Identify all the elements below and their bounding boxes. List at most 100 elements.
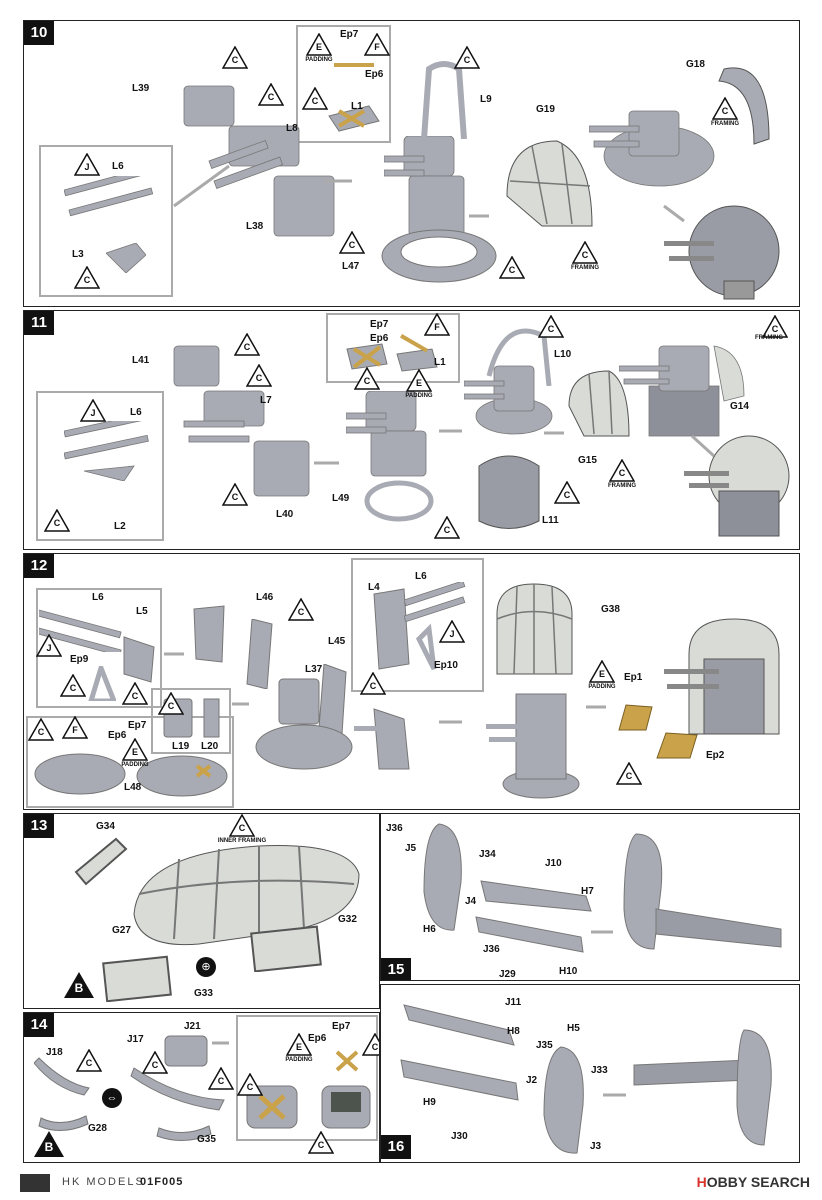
label-J18: J18 bbox=[46, 1047, 63, 1058]
brand-name: HK MODELS bbox=[62, 1176, 145, 1188]
label-J17: J17 bbox=[127, 1034, 144, 1045]
mount-plate-part bbox=[189, 604, 229, 664]
inset-gun-mount-b bbox=[351, 558, 484, 692]
step-15-panel: 15 J36 J5 J34 J10 H7 J4 H6 J36 J29 H10 bbox=[380, 813, 800, 981]
arm-part bbox=[242, 619, 282, 689]
callout-c: C bbox=[288, 598, 314, 621]
label-L1: L1 bbox=[351, 101, 363, 112]
callout-j: J bbox=[74, 153, 100, 176]
both-sides-icon: ⇔ bbox=[102, 1088, 122, 1108]
callout-c: C bbox=[222, 46, 248, 69]
tailplane-part bbox=[399, 1000, 519, 1050]
flow-arrows bbox=[212, 1041, 229, 1045]
inset-padding bbox=[296, 25, 391, 143]
both-sides-icon: ⊕ bbox=[196, 957, 216, 977]
callout-j: J bbox=[439, 620, 465, 643]
floor-plates-part bbox=[32, 744, 232, 804]
watermark-text: OBBY SEARCH bbox=[706, 1174, 810, 1190]
gun-mount-part bbox=[364, 584, 444, 674]
callout-c: C bbox=[454, 46, 480, 69]
label-H6: H6 bbox=[423, 924, 436, 935]
seat-part bbox=[274, 674, 324, 729]
label-L38: L38 bbox=[246, 221, 264, 232]
watermark: HOBBY SEARCH bbox=[697, 1174, 810, 1190]
callout-b: B bbox=[34, 1131, 64, 1157]
padding-parts bbox=[324, 61, 384, 136]
fin-part bbox=[539, 1045, 589, 1155]
step-11-panel: 11 bbox=[23, 310, 800, 550]
padding-parts bbox=[342, 329, 442, 374]
label-L2: L2 bbox=[114, 521, 126, 532]
callout-c: C bbox=[76, 1049, 102, 1072]
gun-cradle-part bbox=[174, 66, 344, 256]
inset-guns bbox=[39, 145, 173, 297]
watermark-initial: H bbox=[696, 1174, 707, 1190]
callout-c: C bbox=[308, 1131, 334, 1154]
label-G14: G14 bbox=[730, 401, 749, 412]
label-Ep6: Ep6 bbox=[370, 333, 389, 344]
label-Ep7: Ep7 bbox=[332, 1021, 351, 1032]
rear-dome-part bbox=[714, 59, 774, 149]
label-J11: J11 bbox=[505, 997, 522, 1008]
callout-c: C bbox=[354, 367, 380, 390]
label-J36: J36 bbox=[386, 823, 403, 834]
callout-c: C bbox=[142, 1051, 168, 1074]
step-number: 11 bbox=[24, 311, 54, 335]
label-G27: G27 bbox=[112, 925, 131, 936]
brand-logo bbox=[20, 1174, 50, 1192]
callout-f: F bbox=[424, 313, 450, 336]
tail-assembled-part bbox=[616, 829, 786, 954]
label-J4: J4 bbox=[465, 896, 477, 907]
inset-gun-mount bbox=[36, 588, 162, 708]
label-Ep6: Ep6 bbox=[308, 1033, 327, 1044]
callout-c: C bbox=[554, 481, 580, 504]
label-Ep2: Ep2 bbox=[706, 750, 725, 761]
step-number: 13 bbox=[24, 814, 54, 838]
gun-pair-part bbox=[64, 176, 154, 226]
callout-c: C bbox=[302, 87, 328, 110]
gun-pair-part bbox=[404, 582, 469, 622]
label-L7: L7 bbox=[260, 395, 272, 406]
label-G34: G34 bbox=[96, 821, 115, 832]
turret-assembled-part bbox=[384, 136, 474, 246]
mount-plate-part bbox=[119, 632, 159, 687]
inset-guns bbox=[36, 391, 164, 541]
callout-c: C bbox=[434, 516, 460, 539]
step-number: 16 bbox=[381, 1135, 411, 1159]
gold-pad-part bbox=[614, 702, 654, 732]
window-panel-part bbox=[250, 922, 322, 972]
flow-arrows bbox=[164, 652, 606, 724]
label-H10: H10 bbox=[559, 966, 578, 977]
clear-dome-part bbox=[492, 579, 577, 679]
callout-f: F bbox=[62, 716, 88, 739]
step-12-panel: 12 bbox=[23, 553, 800, 810]
label-G18: G18 bbox=[686, 59, 705, 70]
label-G35: G35 bbox=[197, 1134, 216, 1145]
padded-block-part bbox=[242, 1078, 302, 1133]
label-L6: L6 bbox=[130, 407, 142, 418]
callout-c: C bbox=[246, 364, 272, 387]
floor-disc-part bbox=[254, 719, 354, 774]
gun-pair-part bbox=[64, 421, 149, 481]
callout-c: C bbox=[339, 231, 365, 254]
label-Ep1: Ep1 bbox=[624, 672, 643, 683]
label-L6-b: L6 bbox=[415, 571, 427, 582]
curved-frame-part bbox=[34, 1053, 94, 1098]
label-J36-b: J36 bbox=[483, 944, 500, 955]
callout-c: C bbox=[234, 333, 260, 356]
mount-assembled-part bbox=[354, 704, 424, 774]
callout-c: C bbox=[499, 256, 525, 279]
inset-floor bbox=[26, 716, 234, 808]
label-Ep7: Ep7 bbox=[370, 319, 389, 330]
callout-f: F bbox=[364, 33, 390, 56]
label-L1: L1 bbox=[434, 357, 446, 368]
fin-part bbox=[419, 822, 467, 932]
callout-c: C bbox=[237, 1073, 263, 1096]
label-J21: J21 bbox=[184, 1021, 201, 1032]
